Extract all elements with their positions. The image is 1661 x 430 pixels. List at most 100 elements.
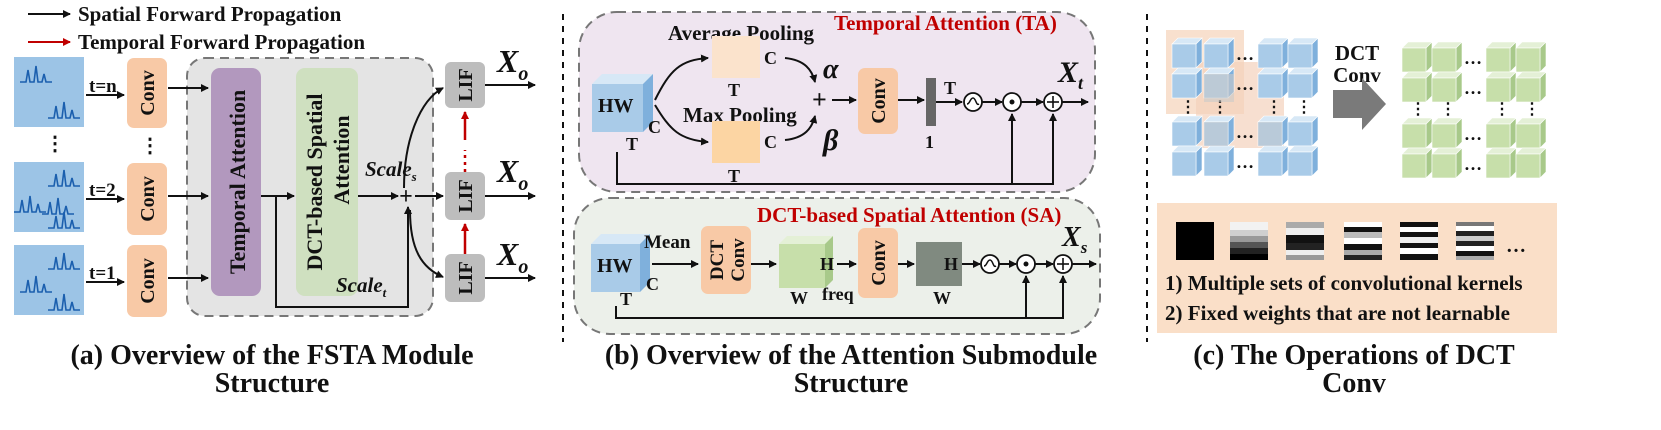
svg-text:…: …	[1464, 78, 1482, 98]
scale-t-label: Scalet	[336, 273, 387, 300]
timestep-label-t2: t=2	[89, 180, 116, 201]
output-xt: Xt	[1057, 56, 1084, 93]
sa-title: DCT-based Spatial Attention (SA)	[757, 203, 1061, 227]
svg-text:DCT: DCT	[707, 240, 728, 280]
ta-conv-block: Conv	[858, 68, 898, 134]
dct-spatial-attention-block: DCT-based Spatial Attention	[296, 68, 358, 296]
svg-text:⋮: ⋮	[1524, 101, 1540, 118]
input-feature-cube-ta: HW C T	[592, 74, 661, 154]
sum-operator: +	[399, 184, 413, 210]
svg-text:LIF: LIF	[455, 261, 477, 294]
svg-text:LIF: LIF	[455, 68, 477, 101]
svg-text:T: T	[728, 166, 740, 186]
ta-title: Temporal Attention (TA)	[834, 11, 1057, 35]
svg-text:…: …	[1236, 44, 1254, 64]
caption-b-line2: Structure	[794, 368, 909, 399]
temporal-attention-block: Temporal Attention	[211, 68, 261, 296]
svg-text:Conv: Conv	[137, 70, 159, 116]
dct-kernel-0	[1176, 222, 1214, 260]
input-image-t1	[14, 245, 84, 315]
svg-text:DCT-based Spatial: DCT-based Spatial	[302, 93, 327, 270]
svg-text:C: C	[646, 274, 659, 294]
sigmoid-icon	[963, 92, 983, 112]
svg-text:Conv: Conv	[137, 258, 159, 304]
dct-conv-block: DCT Conv	[701, 226, 751, 294]
svg-text:C: C	[764, 132, 777, 152]
input-cube-grid: … … … … ⋮ ⋮ ⋮ ⋮	[1166, 30, 1319, 177]
output-xo-top: Xo	[496, 43, 528, 85]
svg-text:T: T	[626, 134, 638, 154]
svg-text:⋮: ⋮	[1266, 99, 1282, 116]
dct-property-1: 1) Multiple sets of convolutional kernel…	[1165, 271, 1523, 295]
conv-block-tn: Conv	[127, 58, 167, 128]
svg-text:T: T	[728, 80, 740, 100]
lif-block-top: LIF	[445, 62, 485, 108]
sa-conv-block: Conv	[858, 228, 898, 298]
caption-c-line2: Conv	[1322, 368, 1386, 399]
svg-text:H: H	[944, 254, 958, 274]
legend-temporal-label: Temporal Forward Propagation	[78, 30, 365, 54]
svg-text:W: W	[790, 288, 808, 308]
timestep-label-t1: t=1	[89, 263, 116, 284]
svg-text:⋮: ⋮	[1410, 101, 1426, 118]
svg-text:Conv: Conv	[137, 176, 159, 222]
dct-arrow-label-1: DCT	[1335, 41, 1379, 65]
output-xs: Xs	[1061, 222, 1088, 257]
svg-text:…: …	[1236, 122, 1254, 142]
svg-text:H: H	[820, 254, 834, 274]
dct-kernel-4	[1400, 222, 1438, 260]
svg-text:Conv: Conv	[728, 238, 749, 282]
dct-kernel-3	[1344, 222, 1382, 260]
dct-basis-kernels: …	[1176, 222, 1526, 260]
panel-b: Temporal Attention (TA) Average Pooling …	[573, 11, 1101, 399]
svg-text:⋮: ⋮	[1296, 99, 1312, 116]
caption-a-line2: Structure	[215, 368, 330, 399]
input-feature-cube-sa: HW C T	[591, 234, 659, 309]
output-xo-bottom: Xo	[496, 236, 528, 278]
output-cube-grid: … … … … ⋮ ⋮ ⋮ ⋮	[1401, 41, 1547, 179]
conv-block-t2: Conv	[127, 163, 167, 235]
svg-text:LIF: LIF	[455, 179, 477, 212]
svg-text:…: …	[1464, 48, 1482, 68]
dct-kernel-1	[1230, 222, 1268, 260]
alpha-weight: α	[823, 54, 839, 85]
svg-text:…: …	[1236, 74, 1254, 94]
legend-spatial-label: Spatial Forward Propagation	[78, 2, 342, 26]
lif-block-mid: LIF	[445, 172, 485, 220]
caption-c-line1: (c) The Operations of DCT	[1193, 340, 1515, 371]
timestep-label-tn: t=n	[89, 76, 117, 97]
spatial-weight-map	[916, 242, 962, 286]
svg-text:freq: freq	[822, 284, 854, 304]
svg-text:…: …	[1464, 154, 1482, 174]
caption-b-line1: (b) Overview of the Attention Submodule	[605, 340, 1097, 371]
scale-s-label: Scales	[365, 157, 417, 184]
max-pool-map	[712, 121, 760, 163]
svg-text:…: …	[1236, 152, 1254, 172]
svg-text:…: …	[1464, 124, 1482, 144]
dct-kernel-5	[1456, 222, 1494, 260]
svg-text:…: …	[1506, 235, 1526, 257]
svg-text:Conv: Conv	[868, 240, 890, 286]
svg-text:HW: HW	[597, 255, 633, 277]
svg-text:Temporal Attention: Temporal Attention	[225, 90, 250, 274]
legend: Spatial Forward Propagation Temporal For…	[28, 2, 365, 54]
svg-text:T: T	[944, 78, 956, 98]
svg-text:⋮: ⋮	[140, 135, 160, 157]
svg-text:⋮: ⋮	[1494, 101, 1510, 118]
svg-text:C: C	[648, 117, 661, 137]
svg-text:W: W	[933, 288, 951, 308]
ta-weights-bar	[926, 78, 936, 126]
input-image-tn	[14, 57, 84, 127]
lif-block-bottom: LIF	[445, 254, 485, 302]
avg-pool-map	[712, 36, 760, 78]
svg-text:C: C	[764, 48, 777, 68]
svg-text:⋮: ⋮	[1440, 101, 1456, 118]
panel-a: ⋮ t=n t=2 t=1 Conv ⋮ Conv Conv	[13, 43, 536, 399]
panel-c: … … … … ⋮ ⋮ ⋮ ⋮ DCT Conv … … … … ⋮ ⋮	[1157, 30, 1557, 399]
mean-label: Mean	[644, 232, 691, 253]
ellipsis-vertical: ⋮	[45, 133, 65, 155]
ta-sum: +	[812, 85, 827, 114]
svg-text:HW: HW	[598, 95, 634, 117]
dct-arrow-label-2: Conv	[1333, 63, 1381, 87]
